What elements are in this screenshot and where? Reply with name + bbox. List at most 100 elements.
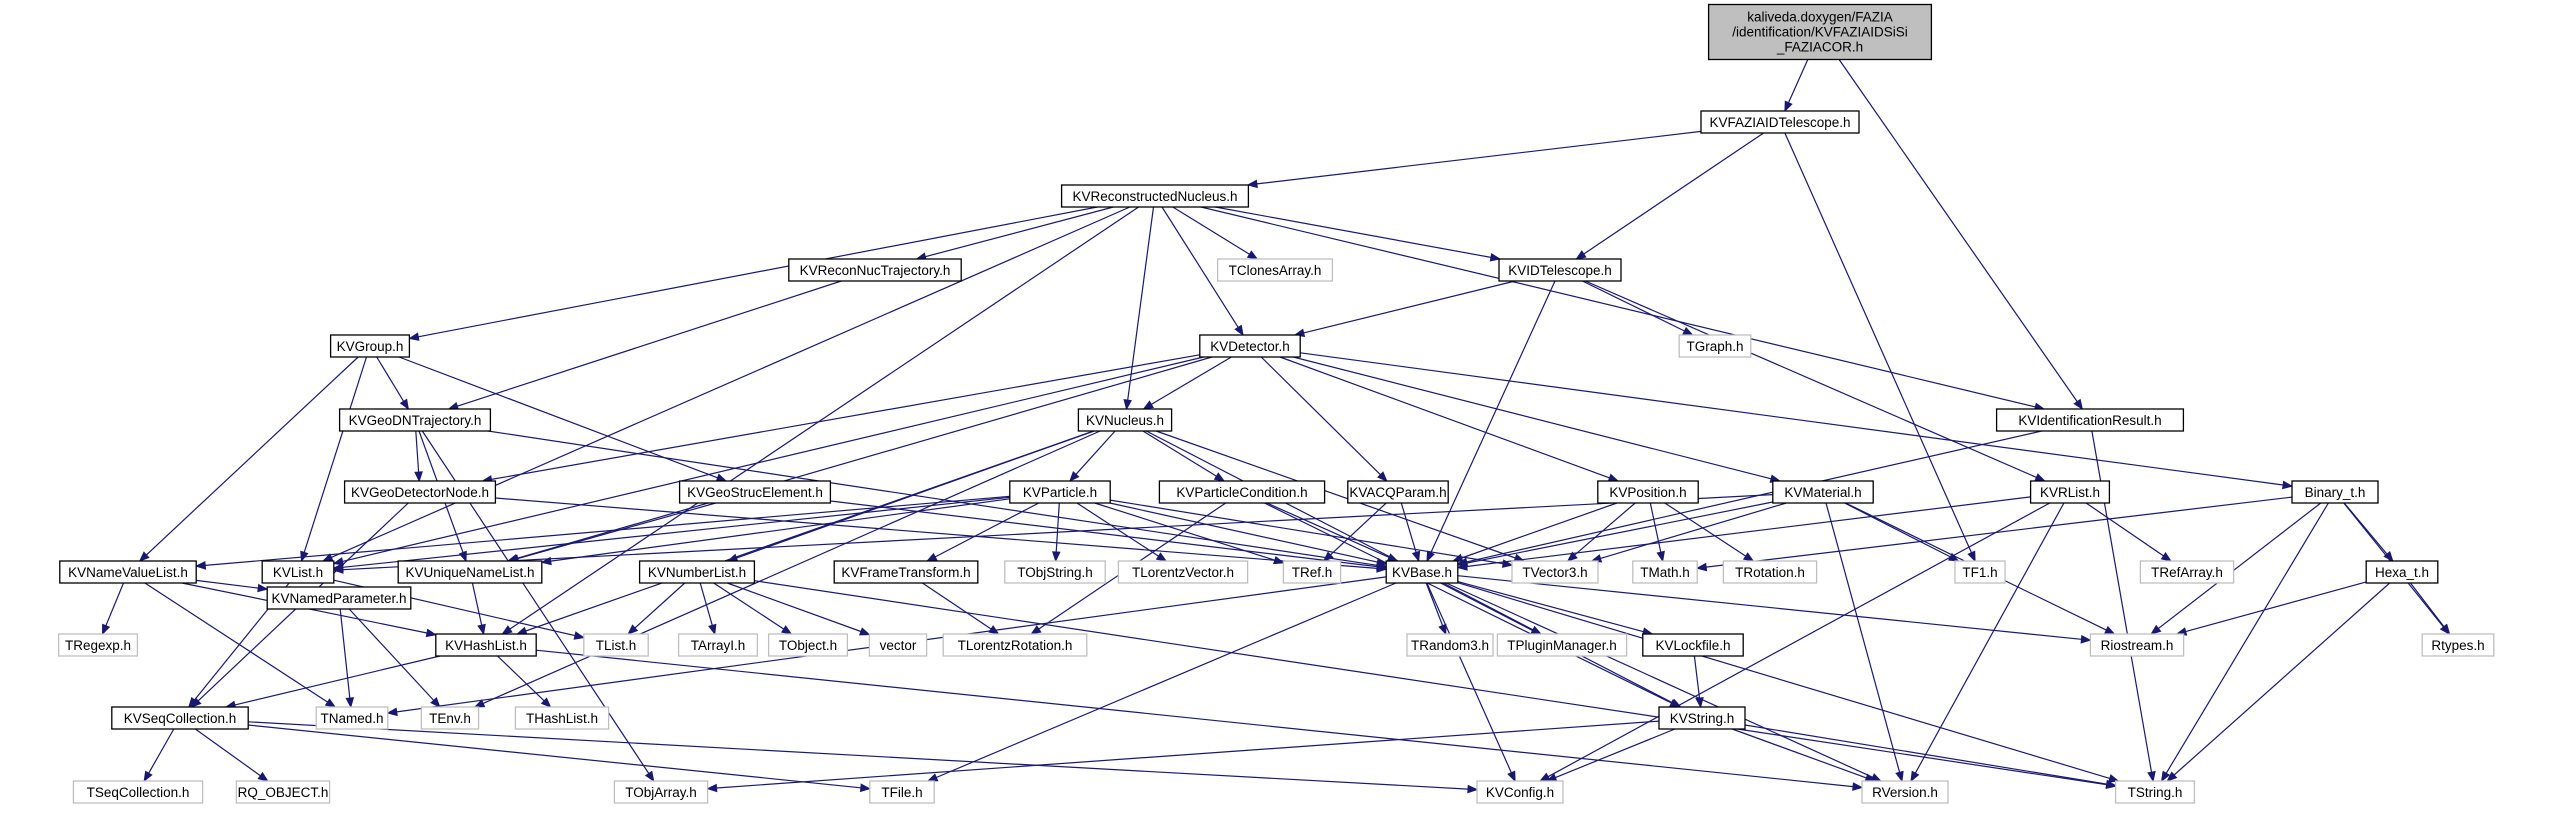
node-kvposition[interactable]: KVPosition.h	[1597, 480, 1699, 504]
node-label: KVRList.h	[2040, 485, 2100, 500]
node-tfile[interactable]: TFile.h	[869, 780, 935, 804]
edge-kvbase-to-kvconfig	[1426, 582, 1516, 783]
node-trotation[interactable]: TRotation.h	[1722, 560, 1818, 584]
edge-kvrlist-to-kvbase	[1456, 496, 2031, 571]
node-tclonesarray[interactable]: TClonesArray.h	[1216, 258, 1334, 282]
edge-kvnucleus-to-kvparticlecondition	[1142, 430, 1226, 482]
node-tregexp[interactable]: TRegexp.h	[57, 633, 139, 657]
node-kvreconstructednucleus[interactable]: KVReconstructedNucleus.h	[1060, 184, 1250, 208]
edge-kvreconstructednucleus-to-tclonesarray	[1172, 206, 1259, 260]
node-riostream[interactable]: Riostream.h	[2089, 633, 2185, 657]
node-root[interactable]: kaliveda.doxygen/FAZIA/identification/KV…	[1707, 3, 1933, 61]
node-tf1[interactable]: TF1.h	[1954, 560, 2006, 584]
node-kvmaterial[interactable]: KVMaterial.h	[1772, 480, 1874, 504]
node-label: TGraph.h	[1686, 339, 1743, 354]
node-kvgeodetectornode[interactable]: KVGeoDetectorNode.h	[343, 480, 497, 504]
node-kvreconnuctrajectory[interactable]: KVReconNucTrajectory.h	[788, 258, 962, 282]
node-tobjarray[interactable]: TObjArray.h	[613, 780, 709, 804]
node-label: Rtypes.h	[2431, 638, 2484, 653]
node-kvidentificationresult[interactable]: KVIdentificationResult.h	[1995, 408, 2185, 432]
node-rtypes[interactable]: Rtypes.h	[2421, 633, 2495, 657]
edge-binary_t-to-riostream	[2150, 502, 2322, 635]
node-label: KVParticle.h	[1023, 485, 1097, 500]
node-rq-object[interactable]: RQ_OBJECT.h	[235, 780, 331, 804]
node-kvnamedparameter[interactable]: KVNamedParameter.h	[266, 586, 412, 610]
node-kvfaziaidtelescope[interactable]: KVFAZIAIDTelescope.h	[1700, 110, 1860, 134]
node-kvnucleus[interactable]: KVNucleus.h	[1077, 408, 1173, 432]
node-kvacqparam[interactable]: KVACQParam.h	[1347, 480, 1449, 504]
node-kvparticlecondition[interactable]: KVParticleCondition.h	[1158, 480, 1326, 504]
node-kvdetector[interactable]: KVDetector.h	[1199, 334, 1301, 358]
node-kvgroup[interactable]: KVGroup.h	[329, 334, 411, 358]
node-tvector3[interactable]: TVector3.h	[1511, 560, 1599, 584]
node-label: TNamed.h	[320, 711, 383, 726]
edge-kvframetransform-to-tlorentzrotation	[922, 582, 1000, 635]
edge-hexa_t-to-riostream	[2175, 581, 2367, 636]
node-tenv[interactable]: TEnv.h	[420, 706, 480, 730]
node-label: KVBase.h	[1392, 565, 1452, 580]
node-label: RQ_OBJECT.h	[238, 785, 329, 800]
node-thashlist[interactable]: THashList.h	[514, 706, 610, 730]
node-tobject[interactable]: TObject.h	[767, 633, 849, 657]
node-kvseqcollection[interactable]: KVSeqCollection.h	[111, 706, 249, 730]
node-tnamed[interactable]: TNamed.h	[315, 706, 389, 730]
node-kvlockfile[interactable]: KVLockfile.h	[1642, 633, 1744, 657]
edge-binary_t-to-tstring	[2160, 502, 2329, 783]
node-tgraph[interactable]: TGraph.h	[1678, 334, 1752, 358]
node-tlorentzvector[interactable]: TLorentzVector.h	[1117, 560, 1249, 584]
node-kvidtelescope[interactable]: KVIDTelescope.h	[1498, 258, 1622, 282]
edge-kvgeodntrajectory-to-kvgeodetectornode	[414, 430, 423, 483]
edge-kvposition-to-trotation	[1664, 502, 1755, 562]
node-kvnamevaluelist[interactable]: KVNameValueList.h	[59, 560, 197, 584]
edge-kvfaziaidtelescope-to-kvidtelescope	[1575, 132, 1764, 260]
node-tmath[interactable]: TMath.h	[1632, 560, 1698, 584]
node-kvbase[interactable]: KVBase.h	[1385, 560, 1459, 584]
edge-kvrlist-to-trefarray	[2085, 502, 2173, 562]
edge-kvparticle-to-tobjstring	[1051, 502, 1061, 563]
node-binary-t[interactable]: Binary_t.h	[2291, 480, 2379, 504]
node-trefarray[interactable]: TRefArray.h	[2139, 560, 2235, 584]
edge-kvnumberlist-to-vector	[727, 582, 871, 636]
node-tlorentzrotation[interactable]: TLorentzRotation.h	[942, 633, 1088, 657]
edge-kvnumberlist-to-tlist	[627, 582, 686, 635]
node-kvuniquenamelist[interactable]: KVUniqueNameList.h	[397, 560, 543, 584]
node-tobjstring[interactable]: TObjString.h	[1004, 560, 1106, 584]
node-rversion[interactable]: RVersion.h	[1861, 780, 1949, 804]
node-kvstring[interactable]: KVString.h	[1658, 706, 1746, 730]
node-kvconfig[interactable]: KVConfig.h	[1476, 780, 1564, 804]
edge-kvfaziaidtelescope-to-kvreconstructednucleus	[1246, 130, 1702, 189]
node-tref[interactable]: TRef.h	[1282, 560, 1342, 584]
node-trandom3[interactable]: TRandom3.h	[1406, 633, 1494, 657]
node-tpluginmanager[interactable]: TPluginManager.h	[1496, 633, 1628, 657]
edge-kvparticlecondition-to-kvstring	[1264, 502, 1681, 708]
node-tseqcollection[interactable]: TSeqCollection.h	[72, 780, 204, 804]
root-label-line: /identification/KVFAZIAIDSiSi	[1732, 25, 1908, 40]
edge-kvfaziaidtelescope-to-tf1	[1784, 132, 1976, 563]
node-kvrlist[interactable]: KVRList.h	[2029, 480, 2111, 504]
node-kvhashlist[interactable]: KVHashList.h	[435, 633, 537, 657]
node-label: TObjString.h	[1017, 565, 1093, 580]
node-kvframetransform[interactable]: KVFrameTransform.h	[833, 560, 979, 584]
edge-binary_t-to-tmath	[1695, 496, 2293, 572]
edge-kvgroup-to-kvgeodntrajectory	[376, 356, 409, 411]
edge-kvgeodntrajectory-to-tobjarray	[421, 430, 655, 783]
node-kvparticle[interactable]: KVParticle.h	[1009, 480, 1111, 504]
node-kvgeostrucelement[interactable]: KVGeoStrucElement.h	[678, 480, 832, 504]
node-tlist[interactable]: TList.h	[583, 633, 649, 657]
node-hexa-t[interactable]: Hexa_t.h	[2365, 560, 2439, 584]
node-label: KVNumberList.h	[648, 565, 746, 580]
node-kvgeodntrajectory[interactable]: KVGeoDNTrajectory.h	[338, 408, 492, 432]
node-label: KVString.h	[1670, 711, 1735, 726]
edge-kvlockfile-to-kvstring	[1693, 655, 1704, 709]
node-kvnumberlist[interactable]: KVNumberList.h	[638, 560, 756, 584]
node-tstring[interactable]: TString.h	[2114, 780, 2196, 804]
edge-kvseqcollection-to-tseqcollection	[143, 728, 175, 783]
node-tarrayi[interactable]: TArrayI.h	[677, 633, 759, 657]
edge-kvseqcollection-to-tfile	[248, 724, 872, 793]
edge-hexa_t-to-tstring	[2166, 582, 2391, 782]
edge-kvseqcollection-to-kvconfig	[248, 721, 1479, 794]
node-vector[interactable]: vector	[868, 633, 928, 657]
node-kvlist[interactable]: KVList.h	[261, 560, 335, 584]
node-label: KVGeoDetectorNode.h	[351, 485, 489, 500]
edge-kvseqcollection-to-rq_object	[194, 728, 269, 782]
